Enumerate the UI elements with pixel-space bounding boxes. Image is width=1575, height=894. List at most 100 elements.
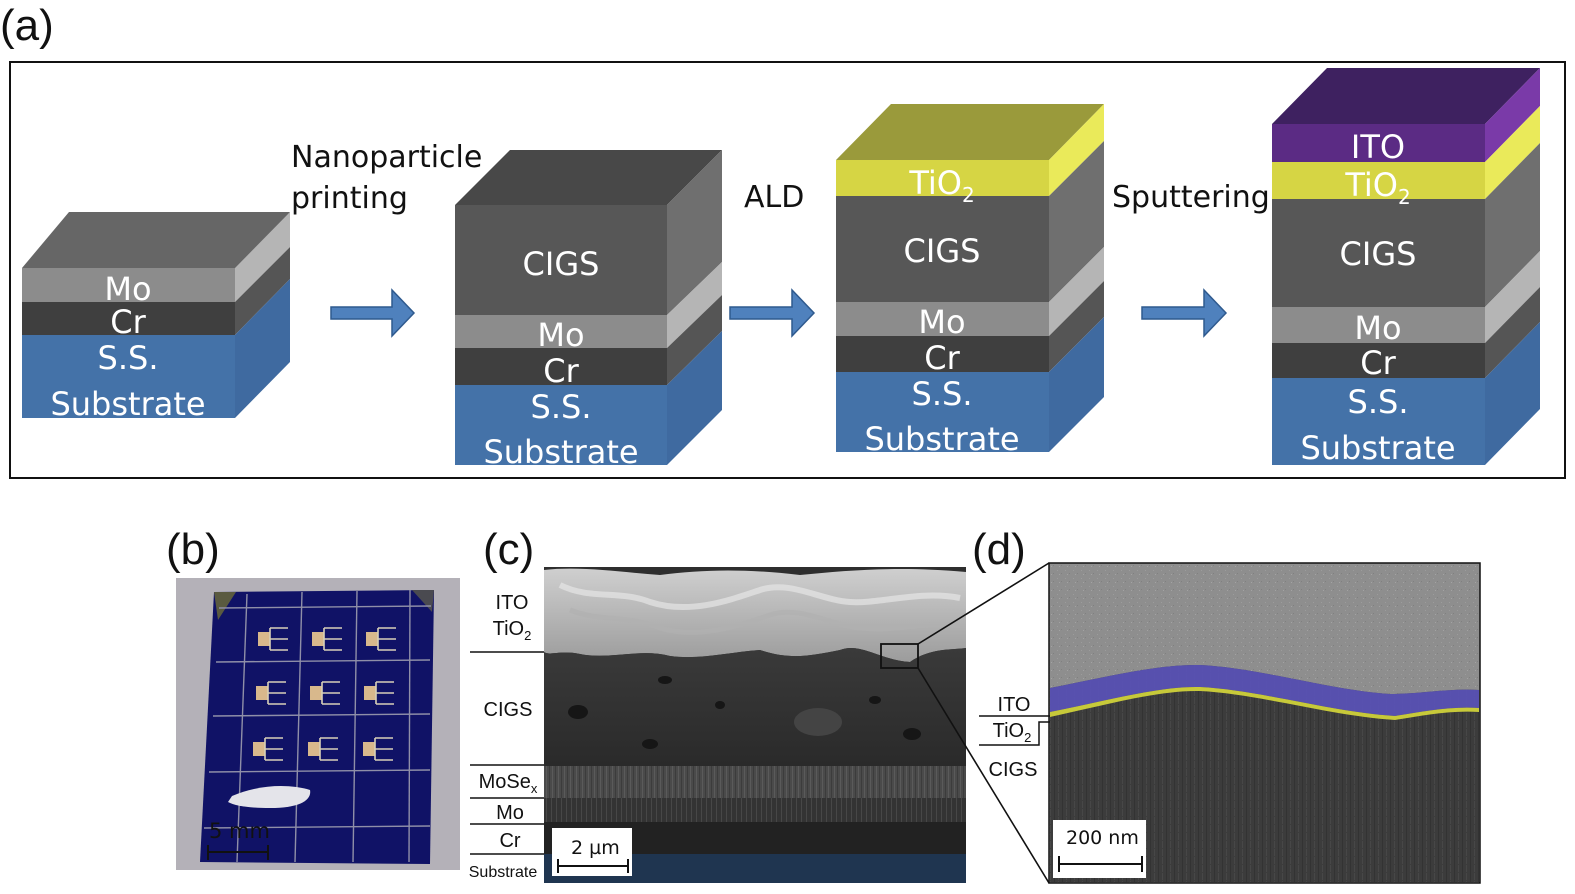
stack3-substrate-label: Substrate xyxy=(864,420,1019,458)
stack3-mo-layer xyxy=(836,302,1049,336)
stack2-mo-side xyxy=(667,262,722,348)
stack1-ss-label: S.S. xyxy=(98,339,159,377)
stack-3: TiO2 CIGS Mo Cr S.S. Substrate xyxy=(836,104,1104,458)
c-ito-label: ITO xyxy=(496,592,529,614)
stack2-mo-layer xyxy=(455,315,667,348)
process-step1b-label: printing xyxy=(291,181,408,216)
c-substrate-label: Substrate xyxy=(469,864,538,881)
device-photo xyxy=(176,578,460,870)
stack4-cigs-layer xyxy=(1272,199,1485,307)
stack4-ito-label: ITO xyxy=(1351,128,1405,166)
panel-b-scale-bar xyxy=(207,845,269,860)
sem-image-c: 2 µm xyxy=(544,567,966,883)
arrow-icon-3 xyxy=(1141,288,1228,338)
stack4-cr-side xyxy=(1485,287,1540,378)
stack3-cigs-label: CIGS xyxy=(904,232,981,270)
arrow-icon-2 xyxy=(729,288,816,338)
d-ito-label: ITO xyxy=(998,694,1031,716)
stack3-tio2-label: TiO2 xyxy=(908,164,974,207)
stack4-mo-label: Mo xyxy=(1354,309,1401,347)
stack1-mo-label: Mo xyxy=(104,270,151,308)
stack4-top-face xyxy=(1272,68,1540,124)
stack3-cigs-side xyxy=(1049,141,1104,302)
stack3-tio2-side xyxy=(1049,104,1104,196)
stack1-cr-label: Cr xyxy=(110,303,146,341)
stack2-cigs-side xyxy=(667,150,722,315)
stack3-mo-label: Mo xyxy=(918,303,965,341)
stack1-cr-layer xyxy=(22,302,235,335)
stack2-top-face xyxy=(455,150,722,205)
stack4-substrate-label: Substrate xyxy=(1300,429,1455,467)
stack3-tio2-layer xyxy=(836,160,1049,196)
stack2-cr-label: Cr xyxy=(543,352,579,390)
stack-4: ITO TiO2 CIGS Mo Cr S.S. Substrate xyxy=(1272,68,1540,467)
stack3-substrate-layer xyxy=(836,372,1049,452)
stack1-substrate-label: Substrate xyxy=(50,385,205,423)
stack1-cr-side xyxy=(235,247,290,335)
panel-a-frame xyxy=(9,61,1566,479)
stack2-cr-layer xyxy=(455,348,667,385)
stack-2: CIGS Mo Cr S.S. Substrate xyxy=(455,150,722,471)
grid-fingers xyxy=(264,627,396,761)
stack3-mo-side xyxy=(1049,247,1104,336)
sem-c-ito-layer xyxy=(544,568,966,662)
contact-pads xyxy=(253,632,378,756)
stack-1: Mo Cr S.S. Substrate xyxy=(22,212,290,423)
panel-label-a: (a) xyxy=(0,1,54,50)
stack3-top-face xyxy=(836,104,1104,160)
stack4-ito-layer xyxy=(1272,124,1485,162)
sem-c-mosex-layer xyxy=(544,766,966,798)
stack3-substrate-side xyxy=(1049,317,1104,452)
stack4-cr-label: Cr xyxy=(1360,344,1396,382)
stack4-tio2-label: TiO2 xyxy=(1344,166,1410,209)
stack4-ss-label: S.S. xyxy=(1348,383,1409,421)
zoom-line-bottom xyxy=(917,667,1050,884)
stack4-tio2-side xyxy=(1485,106,1540,199)
stack2-cigs-layer xyxy=(455,205,667,315)
wafer-corner-tl xyxy=(214,592,236,620)
sem-d-cigs-region xyxy=(1050,664,1479,882)
stack4-substrate-layer xyxy=(1272,378,1485,465)
process-step3-label: Sputtering xyxy=(1112,180,1270,215)
sem-c-scale-label: 2 µm xyxy=(571,837,620,859)
stack2-cigs-label: CIGS xyxy=(523,245,600,283)
stack1-mo-side xyxy=(235,212,290,302)
wafer-grid xyxy=(203,589,432,863)
sem-c-zoom-box xyxy=(880,643,919,669)
c-cigs-label: CIGS xyxy=(484,699,533,721)
sem-c-voids xyxy=(568,676,921,749)
stack3-cr-layer xyxy=(836,336,1049,372)
stack4-cigs-label: CIGS xyxy=(1340,235,1417,273)
stack2-cr-side xyxy=(667,295,722,385)
sem-c-mo-layer xyxy=(544,798,966,822)
stack3-cigs-layer xyxy=(836,196,1049,302)
sem-image-d: 200 nm xyxy=(1048,562,1481,884)
indium-contact xyxy=(228,786,311,808)
panel-label-b: (b) xyxy=(166,525,220,574)
stack4-mo-layer xyxy=(1272,307,1485,343)
process-step1-label: Nanoparticle xyxy=(291,140,482,175)
stack2-substrate-label: Substrate xyxy=(483,433,638,471)
panel-b-scale-label: 5 mm xyxy=(209,819,270,843)
stack3-cr-side xyxy=(1049,281,1104,372)
sem-c-cigs-layer xyxy=(544,647,966,766)
stack1-mo-layer xyxy=(22,268,235,302)
sem-c-scale-bar xyxy=(557,859,629,873)
stack4-mo-side xyxy=(1485,251,1540,343)
stack1-substrate-side xyxy=(235,279,290,418)
c-mosex-label: MoSex xyxy=(479,771,538,796)
panel-c-side-labels: ITO TiO2 CIGS MoSex Mo Cr Substrate xyxy=(469,592,544,881)
stack3-cr-label: Cr xyxy=(924,339,960,377)
panel-d-side-labels: ITO TiO2 CIGS xyxy=(979,694,1050,781)
stack4-cigs-side xyxy=(1485,143,1540,307)
stack3-ss-label: S.S. xyxy=(912,375,973,413)
c-cr-label: Cr xyxy=(499,830,520,852)
stack4-tio2-layer xyxy=(1272,162,1485,199)
stack4-cr-layer xyxy=(1272,343,1485,378)
stack2-mo-label: Mo xyxy=(537,316,584,354)
sem-d-scale-bg xyxy=(1053,820,1146,878)
stack2-ss-label: S.S. xyxy=(531,388,592,426)
sem-d-ito-band xyxy=(1050,664,1479,716)
stack4-ito-side xyxy=(1485,68,1540,162)
